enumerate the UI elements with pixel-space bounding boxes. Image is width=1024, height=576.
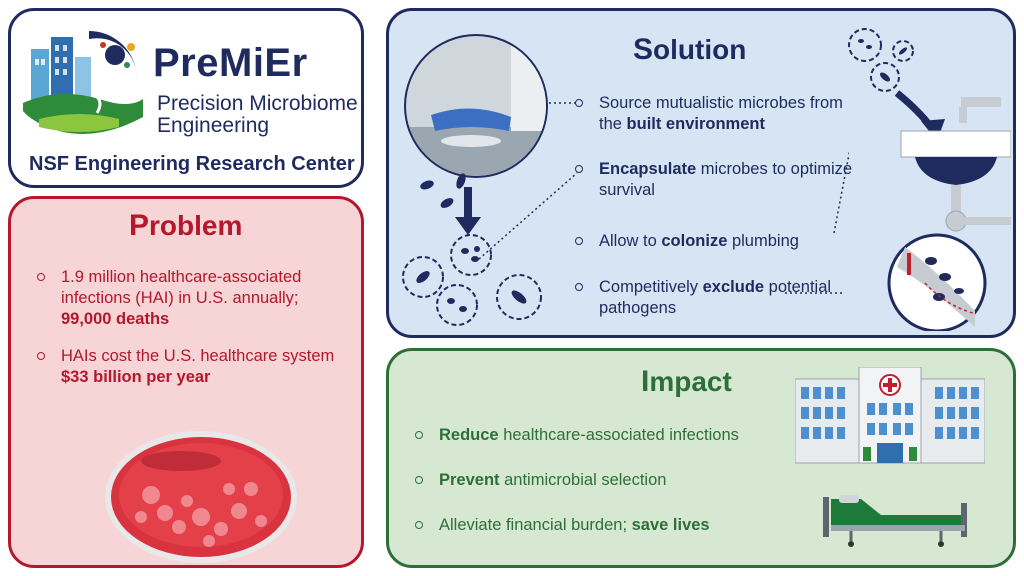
impact-item: Reduce healthcare-associated infections: [415, 425, 805, 446]
lab-glove-photo-icon: [404, 34, 548, 178]
problem-title-initial: P: [129, 209, 150, 242]
solution-list: Source mutualistic microbes from the bui…: [575, 93, 855, 333]
bullet-circle-icon: [575, 165, 583, 173]
solution-item: Allow to colonize plumbing: [575, 231, 859, 252]
logo-subtitle-line-1: Precision Microbiome: [157, 92, 358, 115]
hospital-bed-icon: [823, 495, 967, 547]
sink-plumbing-icon: [848, 28, 1011, 331]
problem-list: 1.9 million healthcare-associated infect…: [37, 267, 337, 404]
impact-title-initial: I: [641, 365, 650, 398]
impact-title: Impact: [641, 365, 732, 399]
arrow-down-icon: [455, 187, 481, 235]
impact-item: Alleviate financial burden; save lives: [415, 515, 805, 536]
problem-title: Problem: [129, 209, 242, 243]
impact-list: Reduce healthcare-associated infections …: [415, 425, 805, 560]
nsf-center-label: NSF Engineering Research Center: [29, 153, 355, 175]
connector-lines-icon: [478, 102, 849, 294]
solution-item: Encapsulate microbes to optimize surviva…: [575, 159, 859, 201]
solution-panel: Solution: [386, 8, 1016, 338]
problem-panel: Problem 1.9 million healthcare-associate…: [8, 196, 364, 568]
solution-title-rest: olution: [653, 34, 747, 65]
solution-title-initial: S: [633, 33, 654, 66]
bullet-circle-icon: [575, 99, 583, 107]
problem-item: 1.9 million healthcare-associated infect…: [37, 267, 337, 330]
logo-subtitle-line-2: Engineering: [157, 114, 270, 137]
bullet-circle-icon: [415, 476, 423, 484]
problem-title-rest: roblem: [149, 210, 243, 241]
premier-wordmark: PreMiEr: [153, 41, 308, 85]
impact-title-rest: mpact: [649, 366, 732, 397]
bullet-circle-icon: [37, 352, 45, 360]
bullet-circle-icon: [415, 431, 423, 439]
bullet-circle-icon: [575, 283, 583, 291]
impact-panel: Impact Reduce healthcare-associated infe…: [386, 348, 1016, 568]
bullet-circle-icon: [415, 521, 423, 529]
microbes-scatter-icon: [420, 173, 466, 208]
solution-item: Competitively exclude potential pathogen…: [575, 277, 859, 319]
premier-logo-graphic-icon: [23, 31, 143, 134]
impact-item: Prevent antimicrobial selection: [415, 470, 805, 491]
solution-item: Source mutualistic microbes from the bui…: [575, 93, 859, 135]
logo-panel: PreMiEr Precision Microbiome Engineering…: [8, 8, 364, 188]
hospital-building-icon: [795, 367, 985, 464]
solution-title: Solution: [633, 33, 746, 67]
petri-dish-icon: [105, 431, 297, 563]
encapsulated-microbes-icon: [402, 234, 542, 326]
bullet-circle-icon: [575, 237, 583, 245]
problem-item: HAIs cost the U.S. healthcare system $33…: [37, 346, 337, 388]
bullet-circle-icon: [37, 273, 45, 281]
